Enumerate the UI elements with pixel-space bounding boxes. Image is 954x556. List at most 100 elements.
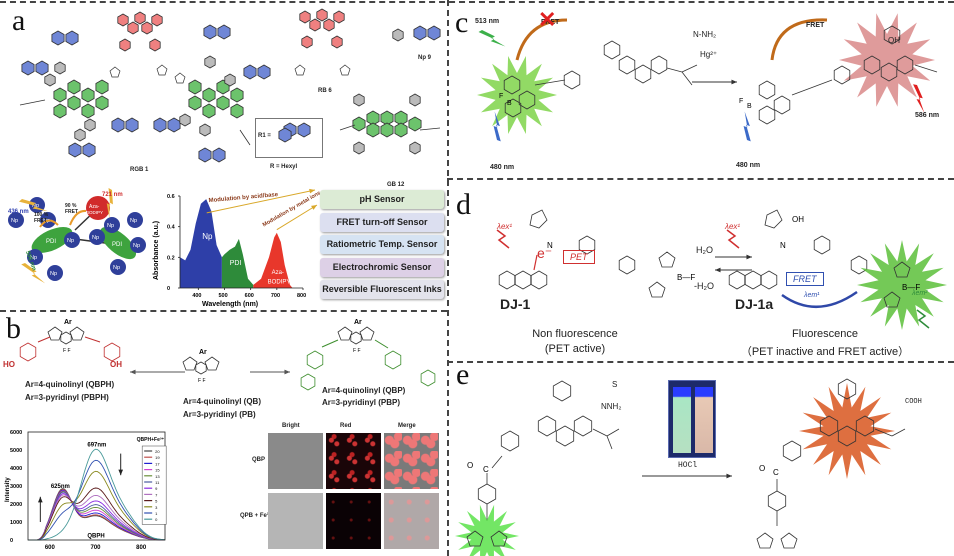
boron-label: B—F: [902, 283, 920, 292]
acid-label: OH: [888, 36, 900, 45]
excitation-wave: [726, 229, 740, 249]
molecular-structures-rgb: [19, 8, 441, 163]
bond: [592, 428, 608, 437]
azabodipy-ring: [127, 21, 139, 35]
excitation-bolt-icon: [493, 111, 501, 142]
x-tick-label: 700: [91, 545, 102, 551]
azabodipy-ring: [323, 18, 335, 32]
dioxaborolane-ring: [529, 209, 548, 229]
sensor-application-box: Electrochromic Sensor: [320, 257, 444, 277]
legend-label: 0: [155, 517, 158, 522]
bond: [606, 435, 613, 450]
azabodipy-ring: [331, 35, 343, 49]
boron-ring: [195, 361, 207, 375]
piperidine-ring: [300, 373, 316, 391]
state-label: Fluorescence: [791, 328, 859, 340]
spectrum-line-0: [28, 448, 166, 541]
green-emission-glow: [477, 56, 557, 134]
legend-label: 20: [155, 449, 160, 454]
dioxaborolane-ring: [764, 209, 783, 229]
azabodipy-ring: [151, 13, 163, 27]
y-axis-label: Absorbance (a.u.): [153, 221, 160, 280]
green-emission-glow: [455, 504, 519, 556]
r1-label: R1 =: [258, 133, 271, 139]
xanthene-ring: [880, 62, 898, 82]
legend-label: 15: [155, 468, 160, 473]
panel-label: a: [12, 4, 26, 37]
pyrrole-ring: [69, 326, 85, 341]
pyrrole-ring: [466, 530, 484, 547]
perylene-ring: [95, 95, 109, 111]
spectrum-line-3: [28, 470, 166, 541]
pyrrole-ring: [337, 326, 353, 341]
y-tick-label: 6000: [10, 430, 22, 436]
microscopy-image: [326, 493, 381, 549]
arrow-head: [746, 254, 752, 260]
electron-transfer-arrow: [533, 254, 538, 271]
naphthalimide-ring: [203, 24, 217, 40]
orange-emission-glow: [799, 383, 895, 479]
triazole-ring: [109, 66, 121, 78]
phenyl-ring: [409, 141, 421, 155]
np-label: Np: [107, 223, 114, 229]
excitation-bolt-icon: [18, 199, 48, 212]
pyrrole-ring: [204, 356, 220, 371]
naphthalimide-ring: [125, 117, 139, 133]
piperazine-ring: [833, 65, 851, 85]
phenyl-ring: [353, 141, 365, 155]
panel-divider-vertical: [447, 0, 449, 556]
naphthalimide-ring: [35, 60, 49, 76]
compound-label: RGB 1: [130, 167, 149, 173]
naphthalimide-ring: [212, 147, 226, 163]
np-node: [127, 212, 143, 228]
r-definition: R = Hexyl: [270, 164, 298, 170]
pyrrole-ring: [883, 291, 901, 308]
bodipy-ring: [758, 105, 776, 125]
perylene-ring: [230, 87, 244, 103]
emission-bolt-icon: [106, 188, 113, 219]
xanthene-ring: [634, 64, 652, 84]
np-node: [104, 217, 120, 233]
benzene-ring: [552, 380, 572, 402]
aza-label: BODIPY: [86, 210, 103, 215]
bond: [681, 64, 698, 73]
emission-wavelength: 586 nm: [915, 112, 940, 119]
naphthalimide-ring: [243, 64, 257, 80]
azabodipy-ring: [149, 38, 161, 52]
compound-label: GB 12: [387, 182, 405, 188]
np-node: [64, 232, 80, 248]
microscopy-row-label: QPB + Fe³⁺: [240, 513, 273, 519]
fluorine-label: F F: [63, 348, 71, 354]
phenyl-ring: [409, 93, 421, 107]
fluorine-label: F F: [198, 378, 206, 384]
y-tick-label: 0: [167, 286, 170, 292]
perylene-ring: [202, 87, 216, 103]
arrow-head: [311, 205, 317, 210]
perylene-ring: [230, 103, 244, 119]
band-label: PDI: [230, 260, 242, 267]
spectrum-line-5: [28, 487, 166, 541]
arrow-head: [731, 79, 737, 85]
pyrrole-ring: [780, 532, 798, 549]
fret-efficiency: 100 % FRET: [34, 212, 49, 224]
cuvette-orange: [695, 387, 713, 453]
arrow-head: [309, 188, 315, 194]
bodipy-ring: [503, 75, 521, 95]
panel-label: c: [455, 6, 469, 39]
thione-label: S: [612, 380, 618, 389]
phenyl-ring: [204, 55, 216, 69]
modulation-arrow: [276, 204, 318, 231]
azabodipy-ring: [301, 35, 313, 49]
bond: [791, 79, 833, 96]
emission-wave: [916, 309, 930, 329]
perylene-ring: [67, 79, 81, 95]
emission-label: λem²: [912, 290, 928, 297]
xanthene-ring: [555, 425, 575, 447]
sensor-application-box: Reversible Fluorescent Inks: [320, 280, 444, 299]
pyrrole-ring: [359, 326, 375, 341]
fluorine-label: F: [739, 98, 743, 105]
xanthene-ring: [618, 55, 636, 75]
compound-name: DJ-1a: [735, 296, 774, 312]
